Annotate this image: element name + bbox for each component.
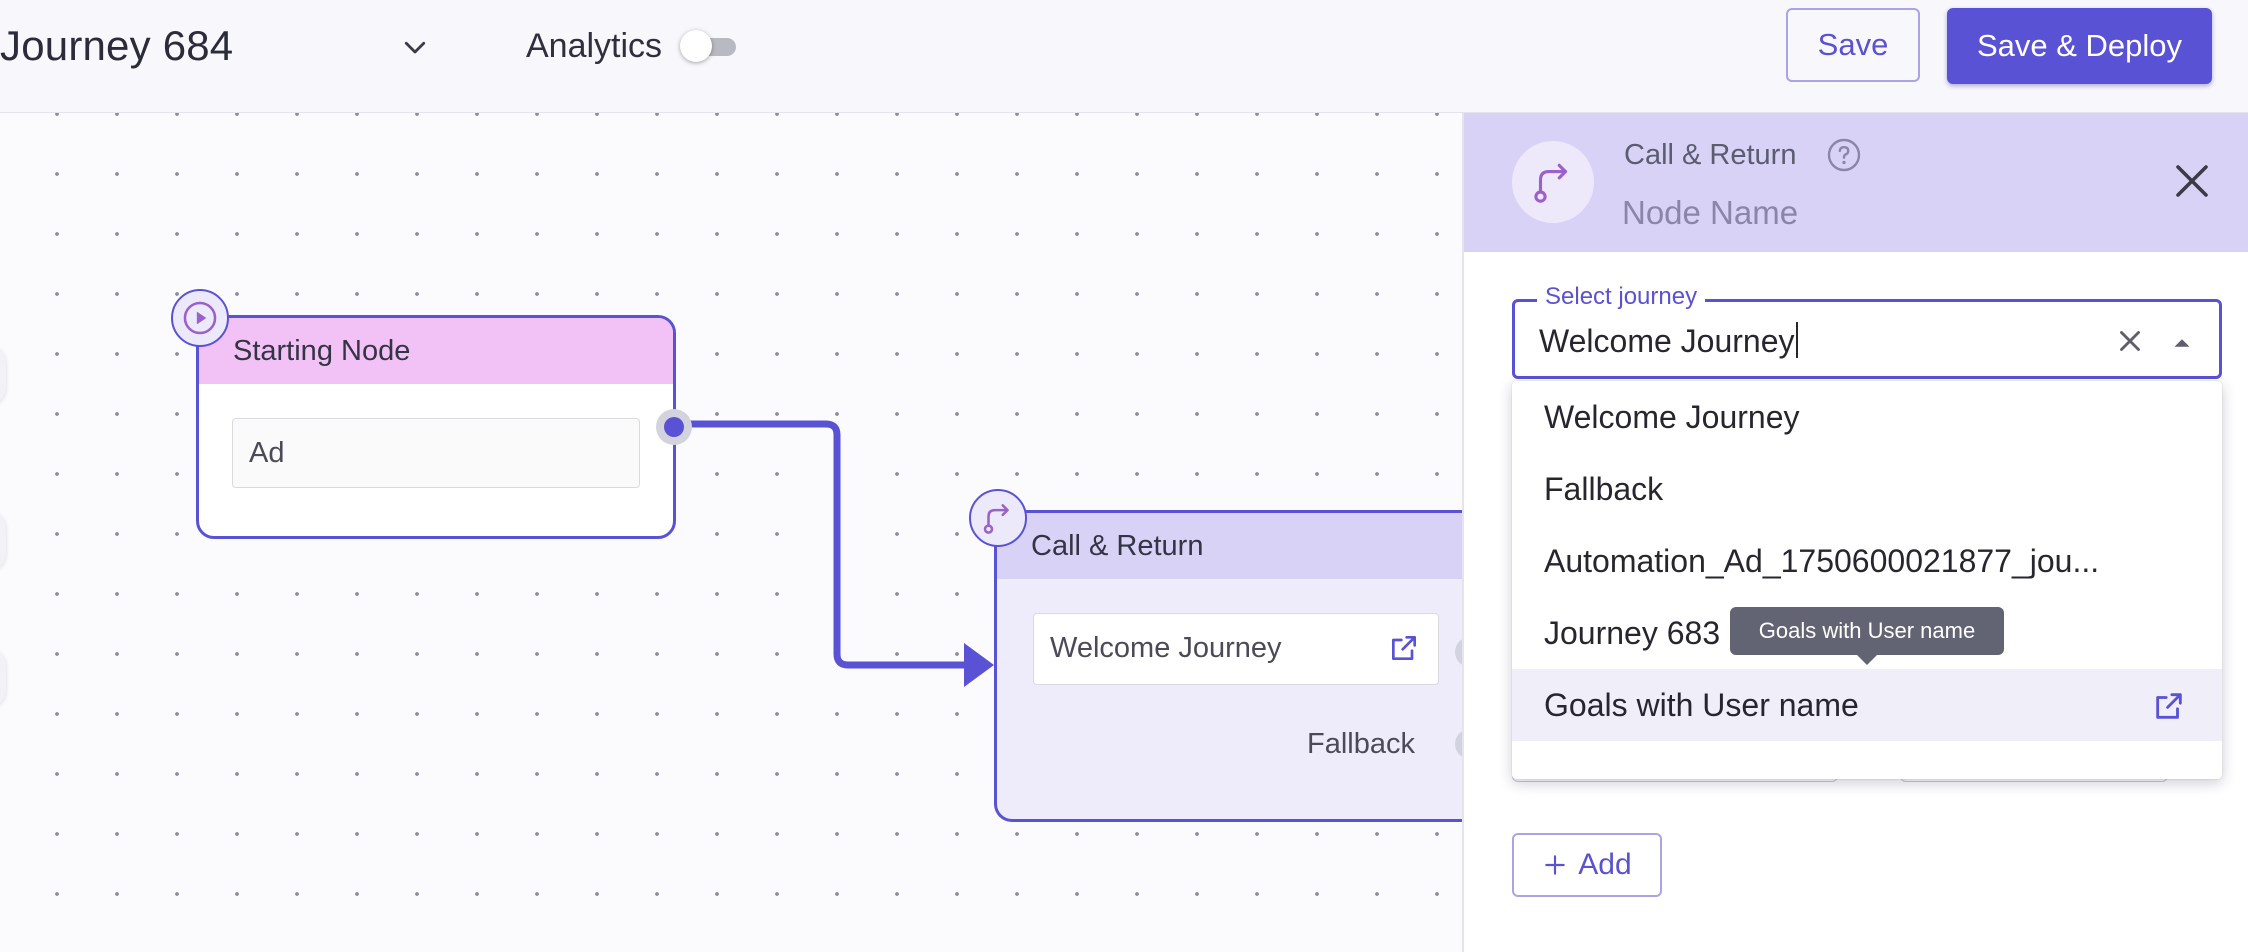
canvas-side-handle[interactable] [0, 648, 6, 708]
fallback-output-port[interactable] [1455, 729, 1462, 759]
starting-node-title: Starting Node [199, 318, 673, 384]
starting-node-field[interactable]: Ad [232, 418, 640, 488]
panel-header: Call & Return Node Name [1464, 113, 2248, 252]
analytics-label: Analytics [526, 27, 663, 65]
top-bar: Journey 684 Analytics Save Save & Deploy [0, 0, 2248, 113]
plus-icon [1545, 855, 1566, 875]
external-link-icon[interactable] [1388, 632, 1420, 664]
call-return-node-field-value: Welcome Journey [1050, 632, 1282, 664]
node-settings-panel: Call & Return Node Name Select journey W… [1462, 113, 2248, 952]
option-fallback[interactable]: Fallback [1544, 471, 1664, 507]
clear-icon[interactable] [2113, 324, 2147, 358]
route-icon [969, 489, 1027, 547]
flow-canvas[interactable]: Starting Node Ad Call & Return Welcome J… [0, 113, 1462, 952]
edge-arrowhead [964, 643, 994, 687]
route-icon [1512, 141, 1594, 223]
call-output-port[interactable] [1455, 637, 1462, 667]
panel-node-type: Call & Return [1624, 139, 1797, 171]
call-return-node-title: Call & Return [997, 513, 1462, 579]
fallback-label: Fallback [1307, 728, 1415, 760]
select-journey-input[interactable]: Select journey Welcome Journey [1512, 282, 2222, 379]
call-return-node-field[interactable]: Welcome Journey [1033, 613, 1439, 685]
node-name-input[interactable]: Node Name [1622, 194, 1799, 231]
add-button-label: Add [1578, 848, 1632, 881]
analytics-toggle[interactable] [680, 30, 738, 62]
save-and-deploy-button[interactable]: Save & Deploy [1947, 8, 2212, 84]
play-icon [171, 289, 229, 347]
option-automation-ad[interactable]: Automation_Ad_1750600021877_jou... [1544, 543, 2100, 579]
option-label: Goals with User name [1544, 687, 1859, 723]
call-return-node[interactable]: Call & Return Welcome Journey Fallback [994, 510, 1462, 822]
option-goals-with-user-name[interactable]: Goals with User name [1512, 669, 2222, 741]
starting-node[interactable]: Starting Node Ad [196, 315, 676, 539]
help-icon[interactable] [1826, 137, 1862, 173]
external-link-icon[interactable] [2152, 689, 2186, 723]
option-journey-683[interactable]: Journey 683 [1544, 615, 1721, 651]
output-port[interactable] [656, 409, 692, 445]
select-journey-value[interactable]: Welcome Journey [1539, 322, 1798, 360]
option-tooltip: Goals with User name [1730, 607, 2004, 665]
canvas-side-handle[interactable] [0, 511, 6, 571]
close-icon[interactable] [2168, 157, 2216, 205]
option-welcome-journey[interactable]: Welcome Journey [1544, 399, 1800, 435]
chevron-up-icon[interactable] [2167, 328, 2197, 358]
canvas-side-handle[interactable] [0, 345, 6, 405]
journey-title[interactable]: Journey 684 [0, 22, 234, 69]
journey-options-list: Welcome Journey Fallback Automation_Ad_1… [1512, 381, 2222, 779]
save-button[interactable]: Save [1786, 8, 1920, 82]
chevron-down-icon[interactable] [400, 32, 430, 62]
select-journey-label: Select journey [1537, 282, 1706, 312]
toggle-thumb [680, 30, 712, 62]
add-button[interactable]: Add [1512, 833, 1662, 897]
connection-edge [690, 420, 994, 687]
